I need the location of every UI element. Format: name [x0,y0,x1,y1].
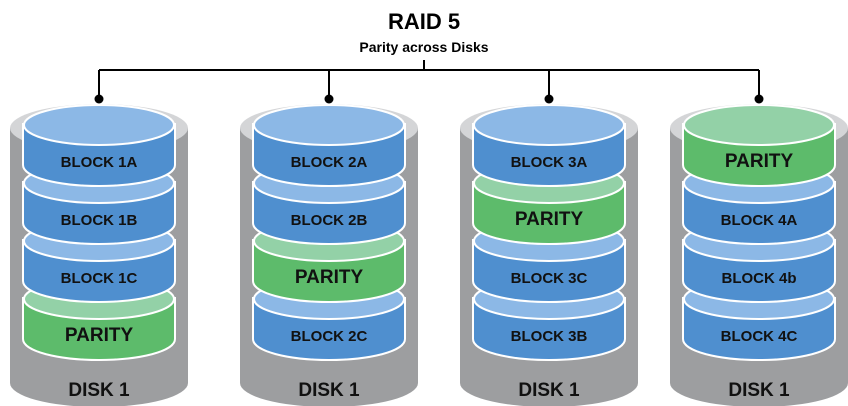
block-top [253,104,405,146]
disk-cylinder: BLOCK 2C PARITY BLOCK 2B BLOCK 2A DISK 1 [240,104,418,406]
parity-label: PARITY [515,209,584,230]
connector-lines [94,60,764,104]
connector-dot [324,94,334,104]
data-block: BLOCK 4A [682,162,836,245]
connector-dot [754,94,764,104]
block-label: BLOCK 2A [291,154,368,171]
block-label: BLOCK 3C [511,270,588,287]
connector-dot [94,94,104,104]
disk-cylinder: BLOCK 3B BLOCK 3C PARITY BLOCK 3A DISK 1 [460,104,638,406]
block-label: BLOCK 2B [291,212,368,229]
block-label: BLOCK 4A [721,212,798,229]
diagram-title: RAID 5 [388,9,460,34]
block-label: BLOCK 3A [511,154,588,171]
data-block: BLOCK 1A [22,104,176,187]
disk-label: DISK 1 [518,380,580,401]
parity-label: PARITY [725,151,794,172]
parity-label: PARITY [65,325,134,346]
block-label: BLOCK 4b [722,270,797,287]
block-top [473,104,625,146]
connector-dot [544,94,554,104]
data-block: BLOCK 2A [252,104,406,187]
block-label: BLOCK 1A [61,154,138,171]
block-label: BLOCK 3B [511,328,588,345]
block-label: BLOCK 4C [721,328,798,345]
block-top [683,104,835,146]
disk-label: DISK 1 [728,380,790,401]
data-block: BLOCK 2C [252,278,406,361]
block-top [23,104,175,146]
disk-label: DISK 1 [298,380,360,401]
diagram-subtitle: Parity across Disks [359,39,488,55]
block-label: BLOCK 1B [61,212,138,229]
disk-cylinder: BLOCK 4C BLOCK 4b BLOCK 4A PARITY DISK 1 [670,104,848,406]
parity-block: PARITY [682,104,836,187]
block-label: BLOCK 2C [291,328,368,345]
block-label: BLOCK 1C [61,270,138,287]
disk-label: DISK 1 [68,380,130,401]
parity-label: PARITY [295,267,364,288]
disk-cylinder: PARITY BLOCK 1C BLOCK 1B BLOCK 1A DISK 1 [10,104,188,406]
data-block: BLOCK 3A [472,104,626,187]
